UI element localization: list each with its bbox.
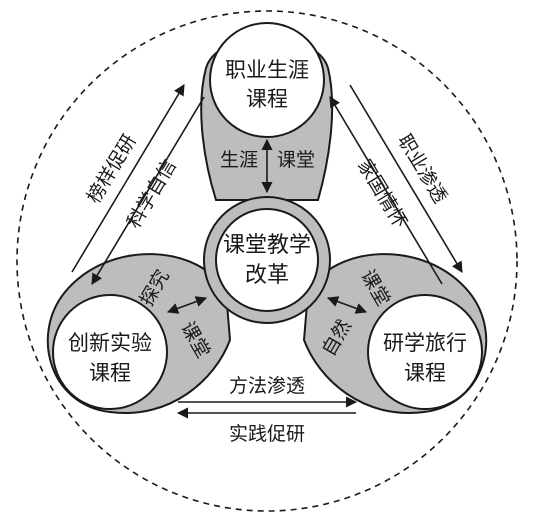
right-node-label-line2: 课程 bbox=[404, 361, 446, 385]
right-node-circle bbox=[367, 294, 483, 410]
bottom-inner-label: 实践促研 bbox=[229, 423, 305, 445]
left-side-outer-arrow bbox=[71, 84, 185, 273]
left-side-inner-label: 科学自信 bbox=[123, 156, 181, 232]
top-node-circle bbox=[209, 22, 325, 138]
top-node-label-line2: 课程 bbox=[246, 87, 288, 111]
right-node-label-line1: 研学旅行 bbox=[383, 331, 467, 355]
right-side-outer-label: 职业渗透 bbox=[393, 131, 451, 207]
center-label-line2: 改革 bbox=[245, 263, 289, 288]
right-side-outer-arrow bbox=[349, 84, 463, 273]
left-node-label-line2: 课程 bbox=[89, 361, 131, 385]
top-lobe-right-label: 课堂 bbox=[277, 149, 315, 171]
center-circle bbox=[215, 208, 319, 312]
left-node-circle bbox=[52, 294, 168, 410]
center-label-line1: 课堂教学 bbox=[223, 233, 311, 258]
right-side-inner-label: 家国情怀 bbox=[353, 156, 411, 232]
right-lobe-arrow bbox=[326, 296, 368, 314]
right-side-inner-arrow bbox=[329, 96, 443, 285]
left-side-outer-label: 榜样促研 bbox=[83, 131, 141, 207]
left-lobe-arrow bbox=[166, 296, 208, 314]
outer-dashed-circle bbox=[16, 10, 518, 512]
bottom-outer-label: 方法渗透 bbox=[229, 375, 305, 397]
top-lobe-left-label: 生涯 bbox=[220, 149, 258, 171]
left-node-label-line1: 创新实验 bbox=[68, 331, 152, 355]
left-side-inner-arrow bbox=[91, 96, 205, 285]
top-node-label-line1: 职业生涯 bbox=[225, 58, 309, 82]
